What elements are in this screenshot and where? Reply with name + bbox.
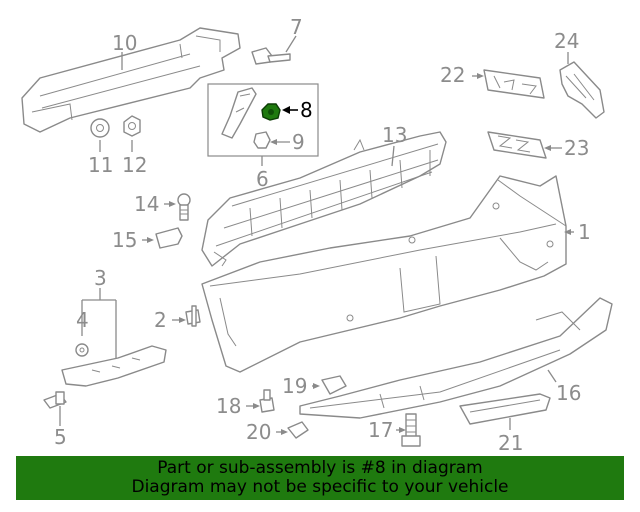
callout-13: 13 [382, 123, 407, 147]
part-12-nut[interactable] [123, 115, 141, 137]
callout-18: 18 [216, 394, 241, 418]
part-2-push-pin[interactable] [185, 305, 201, 327]
callout-4: 4 [76, 308, 89, 332]
callout-14: 14 [134, 192, 159, 216]
part-21-trim-strip[interactable] [459, 393, 551, 425]
part-10-impact-bar[interactable] [21, 27, 241, 133]
part-5-bolt[interactable] [43, 391, 67, 409]
callout-12: 12 [122, 153, 147, 177]
part-15-bracket[interactable] [155, 227, 183, 249]
callout-21: 21 [498, 431, 523, 455]
callout-20: 20 [246, 420, 271, 444]
callout-16: 16 [556, 381, 581, 405]
notice-line-2: Diagram may not be specific to your vehi… [131, 477, 509, 497]
part-23-ss-badge[interactable] [487, 131, 547, 159]
callout-19: 19 [282, 374, 307, 398]
part-4-washer[interactable] [75, 343, 89, 357]
part-22-rs-badge[interactable] [483, 69, 545, 99]
part-24-zl1-badge[interactable] [559, 61, 605, 119]
part-17-bolt[interactable] [401, 413, 421, 447]
part-13-energy-absorber[interactable] [201, 131, 447, 267]
callout-2: 2 [154, 308, 167, 332]
callout-6: 6 [256, 167, 269, 191]
part-16-lower-valance[interactable] [299, 297, 613, 419]
callout-10: 10 [112, 31, 137, 55]
callout-3: 3 [94, 266, 107, 290]
notice-line-1: Part or sub-assembly is #8 in diagram [157, 458, 483, 478]
callout-23: 23 [564, 136, 589, 160]
callout-1: 1 [578, 220, 591, 244]
callout-7: 7 [290, 15, 303, 39]
part-11-washer[interactable] [90, 118, 110, 138]
part-18-push-pin[interactable] [259, 389, 275, 413]
part-1-bumper-fascia[interactable] [201, 175, 567, 373]
part-7-bolt[interactable] [251, 47, 291, 65]
callout-8: 8 [300, 98, 313, 122]
part-notice-banner: Part or sub-assembly is #8 in diagram Di… [16, 456, 624, 500]
callout-9: 9 [292, 130, 305, 154]
part-8-clip-highlighted[interactable] [261, 103, 281, 121]
callout-24: 24 [554, 29, 579, 53]
callout-17: 17 [368, 418, 393, 442]
callout-22: 22 [440, 63, 465, 87]
part-6-bracket-group[interactable] [207, 83, 319, 157]
callout-11: 11 [88, 153, 113, 177]
part-14-bolt[interactable] [177, 193, 191, 221]
part-20-clip[interactable] [287, 421, 309, 439]
callout-5: 5 [54, 425, 67, 449]
part-19-reflector[interactable] [321, 375, 347, 395]
callout-15: 15 [112, 228, 137, 252]
part-3-side-bracket[interactable] [61, 345, 167, 387]
part-9-clip[interactable] [253, 131, 271, 149]
